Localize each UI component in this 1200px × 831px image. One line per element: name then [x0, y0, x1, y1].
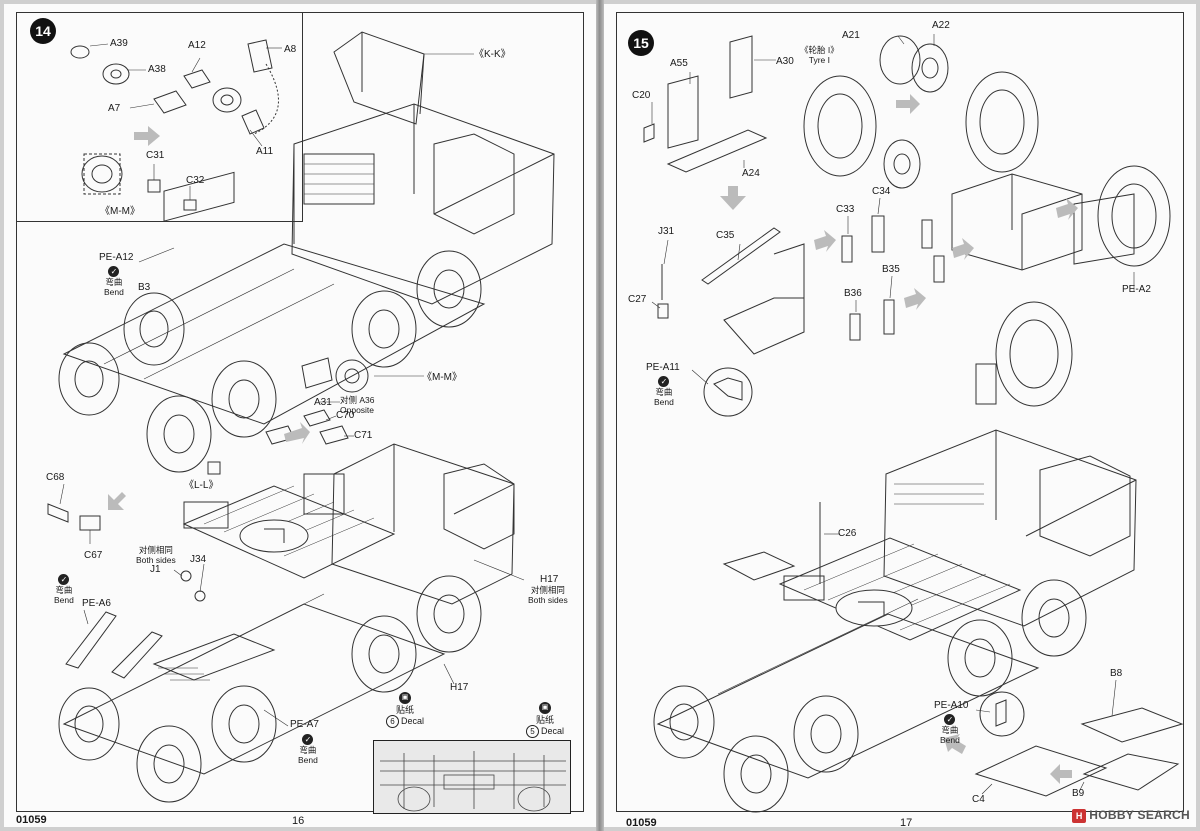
- label-b36: B36: [844, 288, 862, 299]
- label-c34: C34: [872, 186, 891, 197]
- label-pe-a11: PE-A11: [646, 362, 680, 373]
- watermark-logo-icon: H: [1072, 809, 1087, 823]
- label-c67: C67: [84, 550, 103, 561]
- truck-assembly-drawing: [47, 31, 555, 803]
- label-a8: A8: [284, 44, 297, 55]
- product-code: 01059: [626, 817, 657, 829]
- page-frame: [16, 12, 584, 812]
- page-number: 17: [900, 817, 913, 829]
- label-pe-a2: PE-A2: [1122, 284, 1151, 295]
- label-pe-a12: PE-A12: [99, 252, 134, 263]
- label-b9: B9: [1072, 788, 1085, 799]
- label-a21: A21: [842, 30, 860, 41]
- label-j1: J1: [150, 564, 161, 575]
- bend-icon: ✓: [108, 266, 120, 277]
- label-c32: C32: [186, 175, 205, 186]
- label-c71: C71: [354, 430, 373, 441]
- bend-icon: ✓: [658, 376, 670, 387]
- photo-reference-sketch: [380, 751, 566, 812]
- page-number: 16: [292, 815, 305, 827]
- label-b35: B35: [882, 264, 900, 275]
- label-tyre-1: 《轮胎 I》Tyre I: [800, 45, 839, 65]
- book-spine: [596, 0, 604, 831]
- label-a7: A7: [108, 103, 121, 114]
- inset-wheel-assembly: [16, 12, 303, 222]
- truck-assembly-drawing: [643, 34, 1184, 813]
- label-c20: C20: [632, 90, 651, 101]
- label-view-mm-inset: 《M-M》: [100, 206, 140, 217]
- decal-icon: ▣: [399, 692, 411, 704]
- label-j34: J34: [190, 554, 207, 565]
- label-a38: A38: [148, 64, 166, 75]
- label-c27: C27: [628, 294, 647, 305]
- instruction-page-right: 15: [604, 4, 1196, 829]
- bend-icon: ✓: [944, 714, 956, 725]
- step-number-badge: 14: [30, 18, 56, 44]
- label-view-kk: 《K-K》: [474, 49, 511, 60]
- label-c70: C70: [336, 410, 355, 421]
- label-c68: C68: [46, 472, 65, 483]
- label-b8: B8: [1110, 668, 1123, 679]
- label-c31: C31: [146, 150, 165, 161]
- label-a12: A12: [188, 40, 206, 51]
- bend-icon: ✓: [302, 734, 314, 745]
- label-b3: B3: [138, 282, 151, 293]
- label-c4: C4: [972, 794, 985, 805]
- label-a31: A31: [314, 397, 332, 408]
- label-view-mm: 《M-M》: [422, 372, 462, 383]
- label-pe-a6: PE-A6: [82, 598, 111, 609]
- photo-reference-inset: [373, 740, 571, 814]
- label-c35: C35: [716, 230, 735, 241]
- label-a24: A24: [742, 168, 760, 179]
- label-pe-a7: PE-A7: [290, 719, 319, 730]
- decal-icon: ▣: [539, 702, 551, 714]
- label-c33: C33: [836, 204, 855, 215]
- label-pe-a10: PE-A10: [934, 700, 969, 711]
- label-c26: C26: [838, 528, 857, 539]
- instruction-page-left: 14: [4, 4, 596, 827]
- label-h17-lower: H17: [450, 682, 469, 693]
- label-a55: A55: [670, 58, 688, 69]
- label-a22: A22: [932, 20, 950, 31]
- page-frame: [616, 12, 1184, 812]
- label-view-ll: 《L-L》: [184, 480, 219, 491]
- label-a39: A39: [110, 38, 128, 49]
- bend-icon: ✓: [58, 574, 70, 585]
- label-j31: J31: [658, 226, 675, 237]
- step-number-badge: 15: [628, 30, 654, 56]
- label-h17: H17: [540, 574, 559, 585]
- label-a11: A11: [256, 146, 274, 157]
- label-a30: A30: [776, 56, 794, 67]
- product-code: 01059: [16, 814, 47, 826]
